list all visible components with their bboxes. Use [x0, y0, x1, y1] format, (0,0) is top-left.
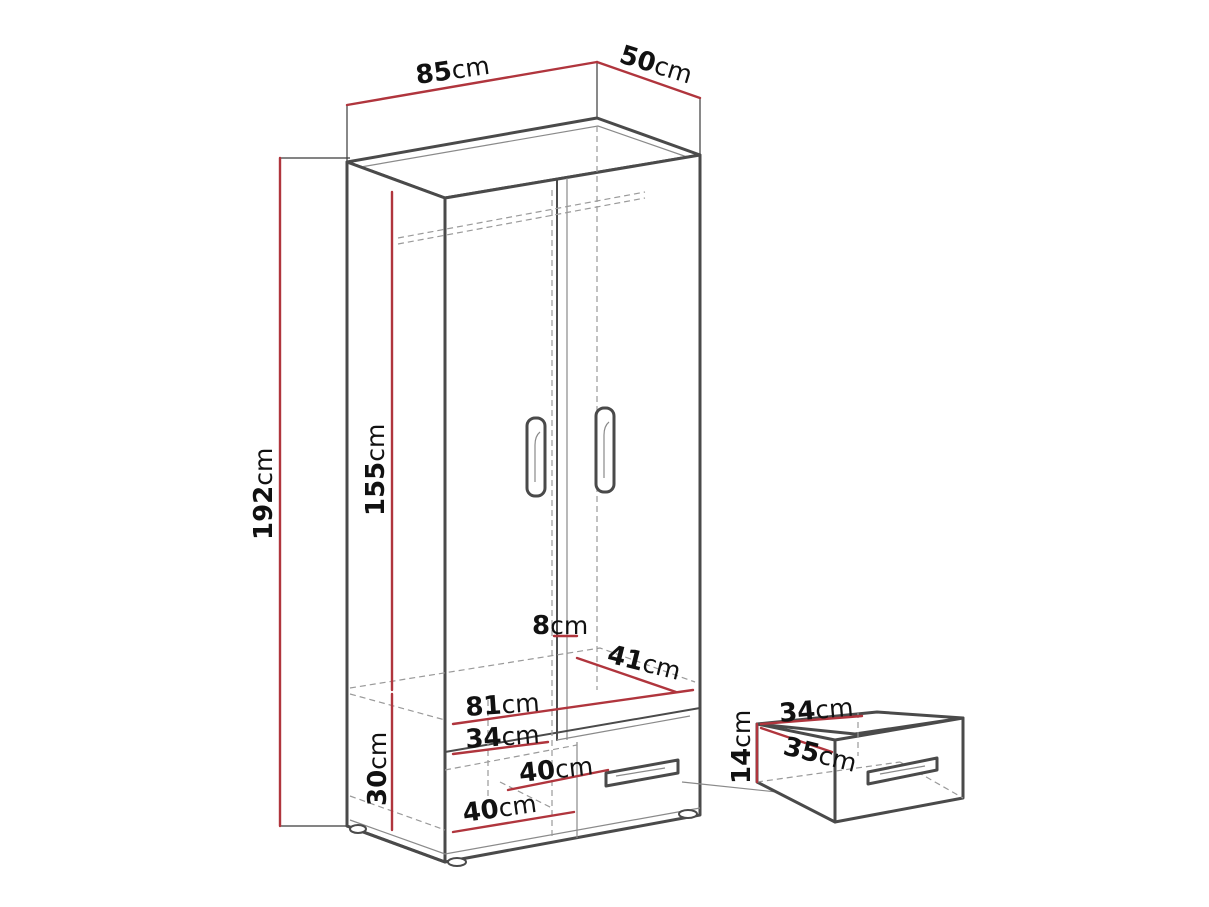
drawer-detail: [755, 710, 965, 824]
label-width: 85cm: [414, 51, 492, 91]
label-drawer-height: 14cm: [727, 710, 757, 784]
right-door-handle: [594, 406, 616, 494]
label-inner-width: 81cm: [464, 688, 540, 723]
wardrobe-body: [345, 116, 702, 867]
label-drawer-depth-bottom: 40cm: [461, 789, 539, 829]
label-shelf-gap: 8cm: [532, 611, 588, 641]
label-compartment-width: 34cm: [464, 720, 540, 755]
dimension-lines: [278, 60, 864, 834]
label-drawer-section-height: 30cm: [363, 732, 393, 806]
door-handles: [525, 406, 616, 498]
left-door-handle: [525, 416, 547, 498]
extension-lines: [280, 62, 701, 827]
drawer-handle: [604, 758, 680, 788]
label-total-height: 192cm: [249, 448, 279, 540]
label-drawer-width: 34cm: [778, 693, 855, 729]
label-drawer-front-width: 40cm: [518, 751, 595, 789]
label-door-height: 155cm: [361, 424, 391, 516]
